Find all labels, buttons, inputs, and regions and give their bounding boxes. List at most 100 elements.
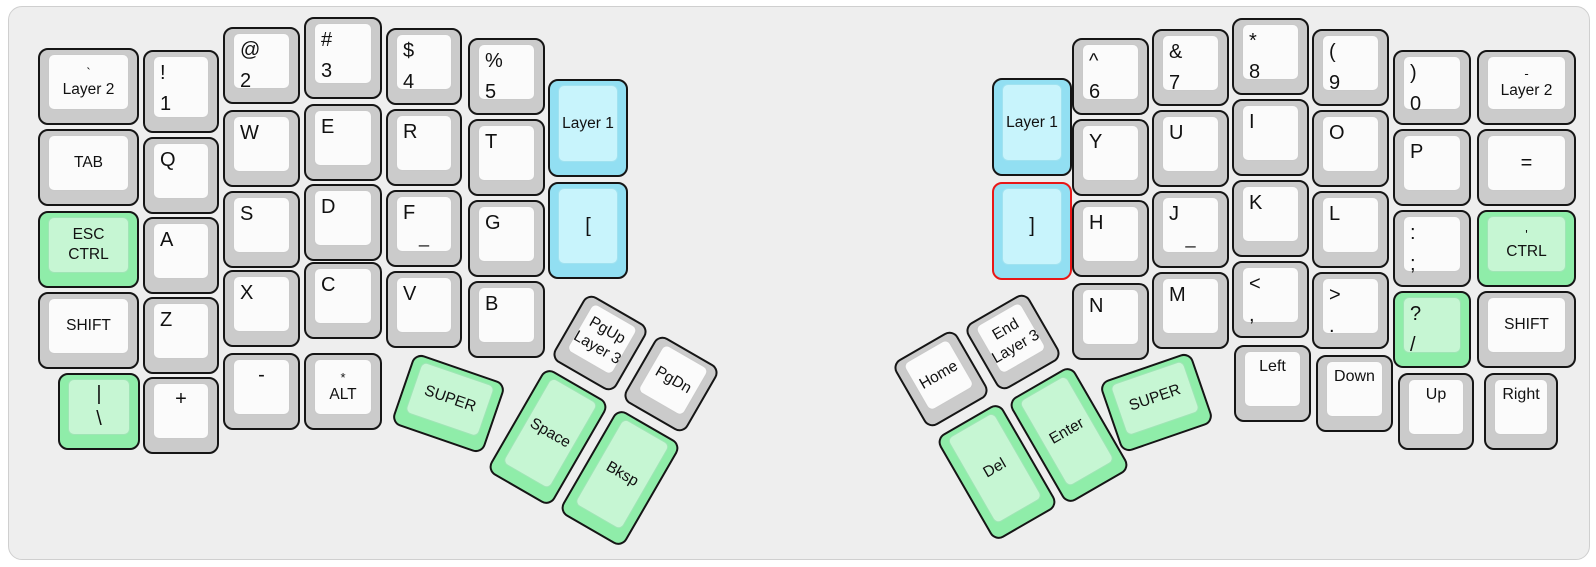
key-labels: =	[1488, 136, 1565, 190]
key-l-2[interactable]: @2	[223, 27, 300, 104]
key-labels: P	[1404, 136, 1460, 190]
key-r-gt-period[interactable]: >.	[1312, 272, 1389, 349]
keycap-top: G	[478, 206, 535, 262]
key-r-colon-semicolon[interactable]: :;	[1393, 210, 1471, 287]
keycap-top: [	[558, 188, 618, 264]
key-r-shift[interactable]: SHIFT	[1477, 291, 1576, 368]
key-r-down[interactable]: Down	[1316, 355, 1393, 432]
key-l-star-alt[interactable]: *ALT	[304, 353, 382, 430]
key-l-b[interactable]: B	[468, 281, 545, 358]
key-labels: O	[1323, 117, 1378, 171]
key-label: #	[321, 29, 333, 51]
key-r-0[interactable]: )0	[1393, 50, 1471, 125]
key-r-8[interactable]: *8	[1232, 18, 1309, 95]
key-label: L	[1329, 203, 1341, 225]
key-r-left[interactable]: Left	[1234, 345, 1311, 422]
keycap-top: ^6	[1082, 44, 1139, 103]
key-l-pipe-backslash[interactable]: |\	[58, 373, 140, 450]
keycap-top: `Layer 2	[48, 54, 129, 110]
key-r-y[interactable]: Y	[1072, 119, 1149, 196]
key-l-f[interactable]: F_	[386, 190, 462, 267]
key-l-w[interactable]: W	[223, 110, 300, 187]
key-label: C	[321, 274, 336, 296]
key-r-super[interactable]: SUPER	[1098, 351, 1215, 454]
key-l-tab[interactable]: TAB	[38, 129, 139, 206]
key-label: .	[1329, 315, 1335, 337]
key-labels: X	[234, 277, 289, 331]
key-r-minus-layer2[interactable]: -Layer 2	[1477, 50, 1576, 125]
key-l-q[interactable]: Q	[143, 137, 219, 214]
keycap-top: @2	[233, 33, 290, 92]
key-label: %	[485, 50, 503, 72]
key-label: -	[1524, 65, 1529, 81]
key-r-equals[interactable]: =	[1477, 129, 1576, 206]
key-l-x[interactable]: X	[223, 270, 300, 347]
key-r-lt-comma[interactable]: <,	[1232, 261, 1309, 338]
key-l-4[interactable]: $4	[386, 28, 462, 105]
key-l-s[interactable]: S	[223, 191, 300, 268]
key-label: Layer 2	[1500, 81, 1553, 99]
key-label: K	[1249, 192, 1263, 214]
key-l-1[interactable]: !1	[143, 50, 219, 133]
key-l-backtick-layer2[interactable]: `Layer 2	[38, 48, 139, 125]
key-r-question-slash[interactable]: ?/	[1393, 291, 1471, 368]
key-labels: #3	[315, 24, 371, 83]
key-l-super[interactable]: SUPER	[390, 352, 507, 455]
key-r-k[interactable]: K	[1232, 180, 1309, 257]
key-r-6[interactable]: ^6	[1072, 38, 1149, 115]
key-r-9[interactable]: (9	[1312, 29, 1389, 106]
key-l-r[interactable]: R	[386, 109, 462, 186]
key-label: Layer 1	[562, 114, 614, 132]
key-l-t[interactable]: T	[468, 119, 545, 196]
key-labels: `Layer 2	[49, 55, 128, 109]
key-r-i[interactable]: I	[1232, 99, 1309, 176]
key-r-j[interactable]: J_	[1152, 191, 1229, 268]
key-r-l[interactable]: L	[1312, 191, 1389, 268]
key-labels: C	[315, 269, 371, 323]
key-l-open-bracket[interactable]: [	[548, 182, 628, 279]
key-l-g[interactable]: G	[468, 200, 545, 277]
key-l-c[interactable]: C	[304, 262, 382, 339]
key-l-v[interactable]: V	[386, 271, 462, 348]
key-r-7[interactable]: &7	[1152, 29, 1229, 106]
key-l-z[interactable]: Z	[143, 297, 219, 374]
key-r-p[interactable]: P	[1393, 129, 1471, 206]
key-l-a[interactable]: A	[143, 217, 219, 294]
keycap-top: Home	[902, 338, 976, 412]
keycap-top: ?/	[1403, 297, 1461, 356]
key-l-e[interactable]: E	[304, 104, 382, 181]
key-l-shift[interactable]: SHIFT	[38, 292, 139, 369]
key-labels: <,	[1243, 268, 1298, 326]
key-l-5[interactable]: %5	[468, 38, 545, 115]
key-labels: !1	[154, 57, 208, 117]
keycap-top: SHIFT	[1487, 297, 1566, 353]
key-labels: J	[1163, 198, 1218, 252]
key-labels: ^6	[1083, 45, 1138, 103]
key-l-minus[interactable]: -	[223, 353, 300, 430]
key-r-m[interactable]: M	[1152, 272, 1229, 349]
keycap-top: SHIFT	[48, 298, 129, 354]
key-r-right[interactable]: Right	[1484, 373, 1558, 450]
key-r-quote-ctrl[interactable]: 'CTRL	[1477, 210, 1576, 287]
keycap-top: K	[1242, 186, 1299, 242]
key-l-plus[interactable]: +	[143, 377, 219, 454]
keycap-top: S	[233, 197, 290, 253]
key-r-close-bracket[interactable]: ]	[992, 182, 1072, 280]
key-r-h[interactable]: H	[1072, 200, 1149, 277]
keycap-top: ]	[1002, 188, 1062, 265]
key-r-o[interactable]: O	[1312, 110, 1389, 187]
key-labels: :;	[1404, 217, 1460, 275]
key-labels: (9	[1323, 36, 1378, 94]
key-labels: W	[234, 117, 289, 171]
key-labels: Layer 1	[1003, 85, 1061, 160]
key-r-n[interactable]: N	[1072, 283, 1149, 360]
key-l-3[interactable]: #3	[304, 17, 382, 99]
key-r-up[interactable]: Up	[1398, 373, 1474, 450]
key-r-layer1[interactable]: Layer 1	[992, 78, 1072, 176]
key-l-d[interactable]: D	[304, 184, 382, 261]
key-label: ^	[1089, 50, 1099, 72]
key-l-layer1[interactable]: Layer 1	[548, 79, 628, 177]
key-r-u[interactable]: U	[1152, 110, 1229, 187]
